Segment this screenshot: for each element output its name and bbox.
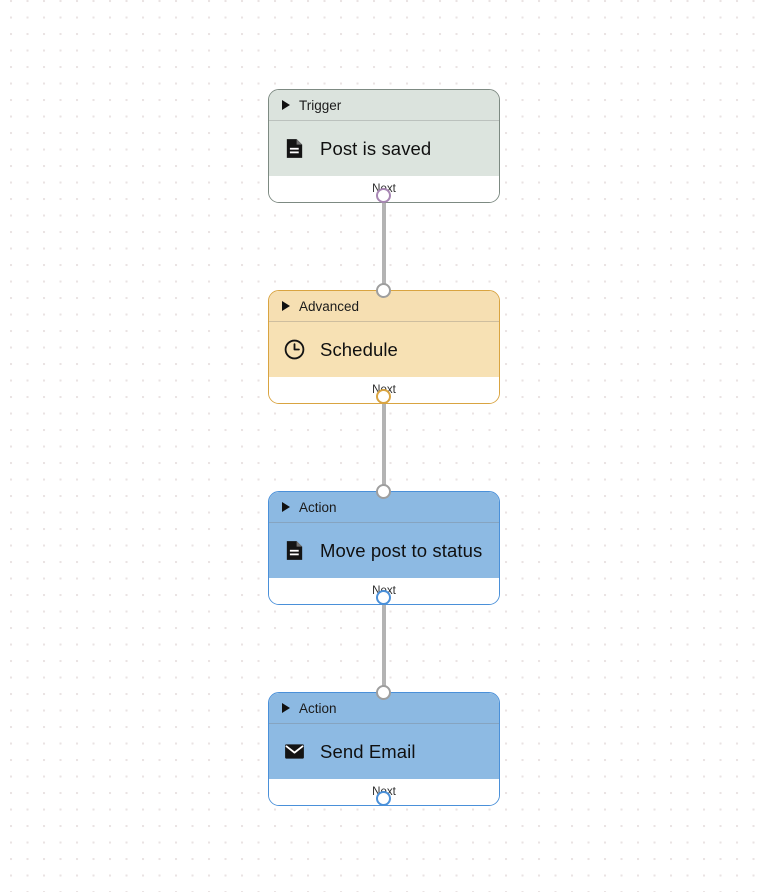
envelope-icon [282,739,307,764]
node-body-action[interactable]: Send Email [269,724,499,779]
chevron-right-icon[interactable] [282,502,290,512]
port-trigger-out[interactable] [376,188,391,203]
connector-trigger-to-schedule[interactable] [382,194,386,290]
node-header-trigger[interactable]: Trigger [269,90,499,121]
node-body-advanced[interactable]: Schedule [269,322,499,377]
port-move-post-in[interactable] [376,484,391,499]
document-icon [282,538,307,563]
port-send-email-out[interactable] [376,791,391,806]
node-category-label: Trigger [299,97,342,113]
chevron-right-icon[interactable] [282,703,290,713]
chevron-right-icon[interactable] [282,100,290,110]
node-category-label: Action [299,499,337,515]
connector-schedule-to-move-post[interactable] [382,395,386,491]
port-move-post-out[interactable] [376,590,391,605]
port-send-email-in[interactable] [376,685,391,700]
workflow-node-action-send-email[interactable]: Action Send Email Next [268,692,500,806]
chevron-right-icon[interactable] [282,301,290,311]
workflow-node-advanced-schedule[interactable]: Advanced Schedule Next [268,290,500,404]
port-schedule-out[interactable] [376,389,391,404]
node-header-action[interactable]: Action [269,492,499,523]
node-title: Send Email [320,740,416,762]
node-category-label: Advanced [299,298,360,314]
clock-icon [282,337,307,362]
connector-move-post-to-send-email[interactable] [382,596,386,692]
document-icon [282,136,307,161]
port-schedule-in[interactable] [376,283,391,298]
node-title: Schedule [320,338,398,360]
node-body-action[interactable]: Move post to status [269,523,499,578]
node-title: Post is saved [320,137,432,159]
workflow-node-action-move-post-to-status[interactable]: Action Move post to status Next [268,491,500,605]
node-body-trigger[interactable]: Post is saved [269,121,499,176]
node-category-label: Action [299,700,337,716]
workflow-node-trigger-post-is-saved[interactable]: Trigger Post is saved Next [268,89,500,203]
node-title: Move post to status [320,539,483,561]
